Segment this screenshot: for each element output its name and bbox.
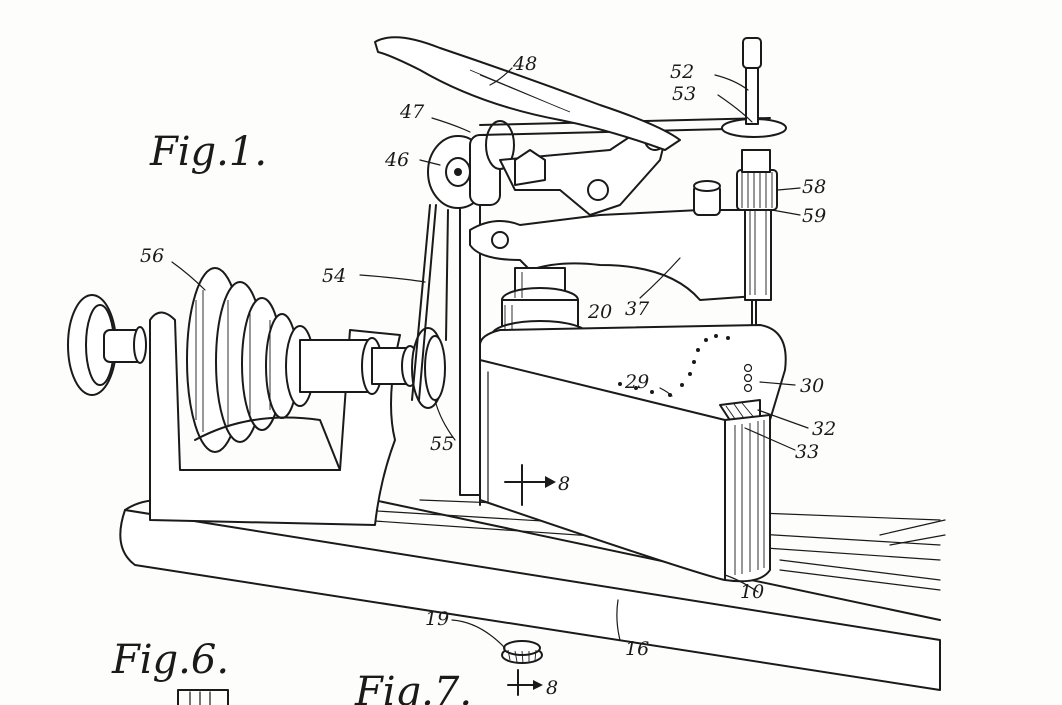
ref-10: 10 <box>740 581 764 603</box>
figure-title-7: Fig.7. <box>354 669 472 705</box>
ref-54: 54 <box>322 265 346 287</box>
leader-lines <box>171 67 809 649</box>
ref-53: 53 <box>672 83 696 105</box>
ref-52: 52 <box>670 61 694 83</box>
ref-16: 16 <box>625 638 649 660</box>
ref-56: 56 <box>140 245 164 267</box>
index-table <box>479 324 787 433</box>
ref-46: 46 <box>384 149 409 171</box>
ref-19: 19 <box>425 608 449 630</box>
fig6-part <box>177 689 229 705</box>
ref-32: 32 <box>812 418 836 440</box>
ref-29: 29 <box>624 371 649 393</box>
index-holes <box>618 334 753 397</box>
belt <box>411 204 449 401</box>
ref-30: 30 <box>800 375 824 397</box>
ref-47: 47 <box>399 101 425 123</box>
work-block <box>479 359 771 583</box>
ref-8-lower: 8 <box>546 677 558 699</box>
headstock <box>67 267 419 526</box>
ref-55: 55 <box>430 433 454 455</box>
ref-37: 37 <box>625 298 650 320</box>
figure-title-1: Fig.1. <box>149 129 267 175</box>
overhead-pulleys <box>427 117 771 216</box>
ref-48: 48 <box>512 53 537 75</box>
ref-8-upper: 8 <box>558 473 570 495</box>
ref-20: 20 <box>587 301 612 323</box>
ref-33: 33 <box>795 441 819 463</box>
ref-59: 59 <box>802 205 826 227</box>
figure-title-6: Fig.6. <box>111 637 229 683</box>
adjust-knob <box>501 640 543 696</box>
treadle-lever <box>374 36 681 151</box>
ref-58: 58 <box>802 176 826 198</box>
